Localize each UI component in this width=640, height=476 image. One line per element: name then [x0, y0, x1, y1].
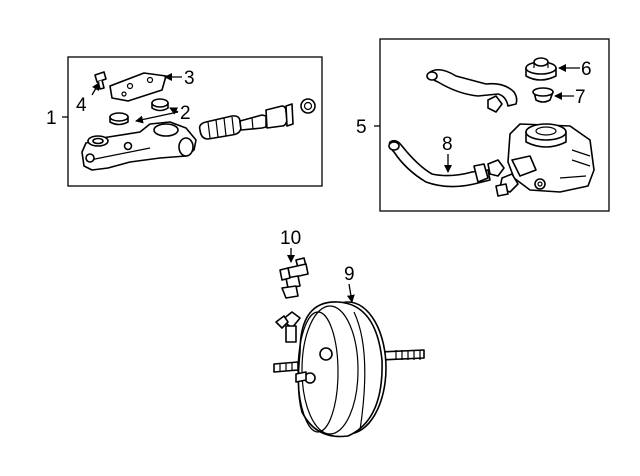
master-cylinder-group: 1 2 3 4 [46, 56, 323, 187]
leader-2b [169, 107, 179, 115]
callout-9: 9 [344, 264, 355, 285]
reservoir-tank [495, 123, 595, 197]
reservoir-cap [525, 57, 557, 81]
leader-2a [135, 111, 179, 124]
callout-4: 4 [76, 95, 87, 116]
callout-10: 10 [280, 228, 301, 249]
reservoir-group: 5 6 7 8 [356, 38, 610, 212]
callout-3: 3 [184, 68, 195, 89]
callout-8: 8 [442, 134, 453, 155]
grommet-right [151, 98, 169, 112]
grommet-left [109, 112, 129, 126]
callout-7: 7 [575, 87, 586, 108]
mounting-bracket [109, 72, 167, 102]
master-cylinder-body [81, 121, 197, 171]
check-valve: 10 [279, 228, 309, 299]
brake-booster: 9 [273, 264, 425, 438]
group-1-frame [67, 56, 323, 187]
lower-hose [388, 139, 505, 188]
upper-hose [426, 68, 518, 113]
leader-4 [91, 82, 100, 96]
leader-9 [346, 283, 355, 303]
callout-2: 2 [180, 103, 191, 124]
callout-1: 1 [46, 108, 57, 129]
group-5-frame [379, 38, 610, 212]
callout-5: 5 [356, 117, 367, 138]
cap-seal [532, 87, 554, 103]
callout-6: 6 [581, 59, 592, 80]
piston-assembly [198, 98, 316, 140]
